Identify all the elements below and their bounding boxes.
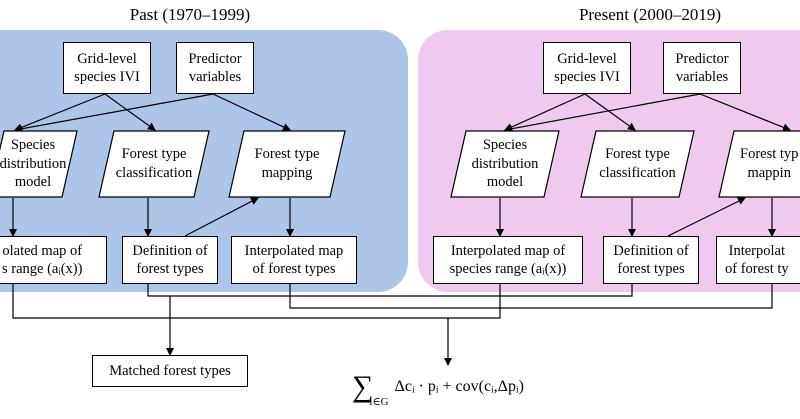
present-predictor-variables-box: Predictor variables bbox=[663, 42, 741, 94]
summation-symbol: ∑ bbox=[352, 370, 374, 403]
past-definition-forest-types-box: Definition of forest types bbox=[122, 236, 218, 284]
present-grid-level-species-ivi-box: Grid-level species IVI bbox=[543, 42, 631, 94]
present-definition-forest-types-box: Definition of forest types bbox=[603, 236, 699, 284]
summation-subscript: i∈G bbox=[369, 395, 389, 408]
present-species-distribution-model-label: Species distribution model bbox=[471, 136, 539, 191]
past-interpolated-forest-types-box: Interpolated map of forest types bbox=[231, 236, 357, 284]
past-forest-type-classification-node: Forest type classification bbox=[98, 130, 210, 198]
present-species-distribution-model-node: Species distribution model bbox=[450, 130, 560, 198]
past-species-distribution-model-label: Species distribution model bbox=[0, 136, 67, 191]
present-interpolated-species-range-box: Interpolated map of species range (aᵢ(x)… bbox=[433, 236, 583, 284]
present-interpolated-forest-types-box: Interpolat of forest ty bbox=[716, 236, 800, 284]
matched-forest-types-box: Matched forest types bbox=[92, 355, 248, 387]
past-species-distribution-model-node: Species distribution model bbox=[0, 130, 78, 198]
present-forest-type-classification-label: Forest type classification bbox=[599, 146, 676, 181]
past-forest-type-mapping-label: Forest type mapping bbox=[254, 146, 320, 181]
past-period-title: Past (1970–1999) bbox=[129, 5, 251, 24]
present-forest-type-mapping-node: Forest typ mappin bbox=[718, 130, 800, 198]
present-period-title: Present (2000–2019) bbox=[578, 5, 722, 24]
past-forest-type-mapping-node: Forest type mapping bbox=[228, 130, 346, 198]
past-interpolated-species-range-box: olated map of s range (aᵢ(x)) bbox=[0, 236, 107, 284]
past-grid-level-species-ivi-box: Grid-level species IVI bbox=[63, 42, 151, 94]
past-predictor-variables-box: Predictor variables bbox=[176, 42, 254, 94]
formula-expression: Δcᵢ · pᵢ + cov(cᵢ,Δpᵢ) bbox=[394, 378, 524, 395]
past-forest-type-classification-label: Forest type classification bbox=[115, 146, 193, 181]
present-forest-type-mapping-label: Forest typ mappin bbox=[740, 146, 799, 181]
present-forest-type-classification-node: Forest type classification bbox=[580, 130, 695, 198]
decomposition-formula: ∑ i∈G Δcᵢ · pᵢ + cov(cᵢ,Δpᵢ) bbox=[352, 370, 524, 408]
